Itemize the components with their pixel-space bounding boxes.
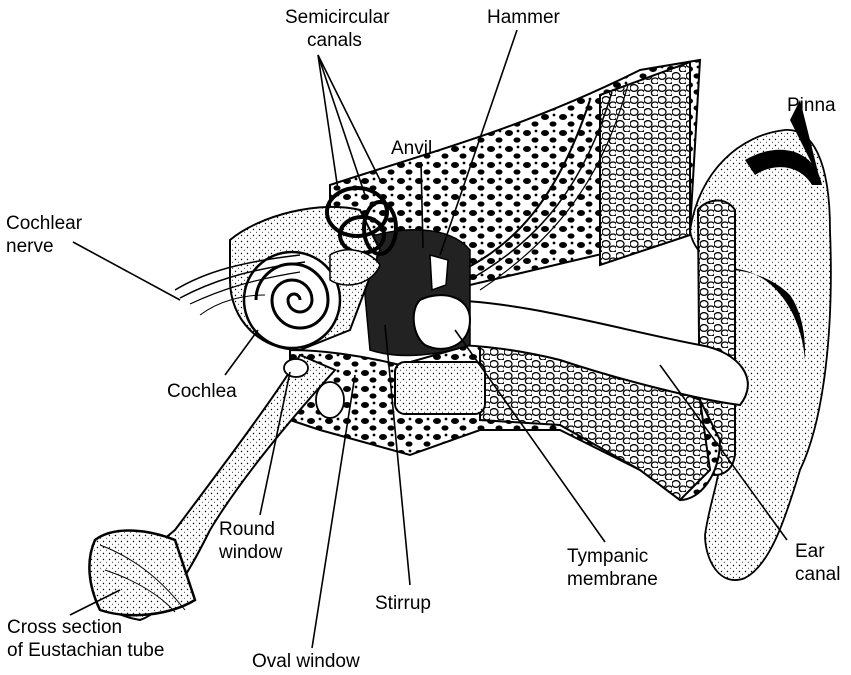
oval-window-shape (316, 382, 344, 418)
label-ear-canal-line2: canal (795, 563, 840, 586)
label-cochlea: Cochlea (167, 380, 237, 403)
leader-cochlea (225, 330, 258, 375)
label-ear-canal: Ear canal (795, 540, 840, 586)
label-tympanic-line2: membrane (567, 568, 658, 591)
ossicles-shape (430, 255, 448, 290)
round-window-shape (284, 359, 308, 377)
label-pinna: Pinna (787, 94, 836, 117)
label-tympanic-membrane: Tympanic membrane (567, 545, 658, 591)
tympanic-membrane-shape (414, 295, 470, 349)
label-round-window-line2: window (219, 541, 282, 564)
label-eustachian-line2: of Eustachian tube (7, 639, 164, 662)
label-semicircular-line1: Semicircular (285, 6, 390, 29)
label-eustachian-line1: Cross section (7, 616, 164, 639)
label-stirrup-text: Stirrup (375, 592, 431, 615)
label-cochlear-nerve-line2: nerve (6, 235, 82, 258)
label-oval-window-text: Oval window (252, 650, 360, 673)
label-pinna-text: Pinna (787, 94, 836, 117)
label-cochlea-text: Cochlea (167, 380, 237, 403)
leader-cochlear-nerve (73, 242, 180, 300)
label-tympanic-line1: Tympanic (567, 545, 658, 568)
label-eustachian-tube: Cross section of Eustachian tube (7, 616, 164, 662)
label-cochlear-nerve-line1: Cochlear (6, 212, 82, 235)
label-hammer-text: Hammer (487, 6, 560, 29)
leader-semicircular-2 (318, 55, 365, 195)
label-round-window-line1: Round (219, 518, 282, 541)
label-cochlear-nerve: Cochlear nerve (6, 212, 82, 258)
label-ear-canal-line1: Ear (795, 540, 840, 563)
pinna-shape (690, 100, 831, 580)
label-anvil-text: Anvil (391, 137, 432, 160)
label-stirrup: Stirrup (375, 592, 431, 615)
label-hammer: Hammer (487, 6, 560, 29)
label-semicircular-line2: canals (285, 29, 390, 52)
label-round-window: Round window (219, 518, 282, 564)
label-oval-window: Oval window (252, 650, 360, 673)
label-anvil: Anvil (391, 137, 432, 160)
label-semicircular-canals: Semicircular canals (285, 6, 390, 52)
